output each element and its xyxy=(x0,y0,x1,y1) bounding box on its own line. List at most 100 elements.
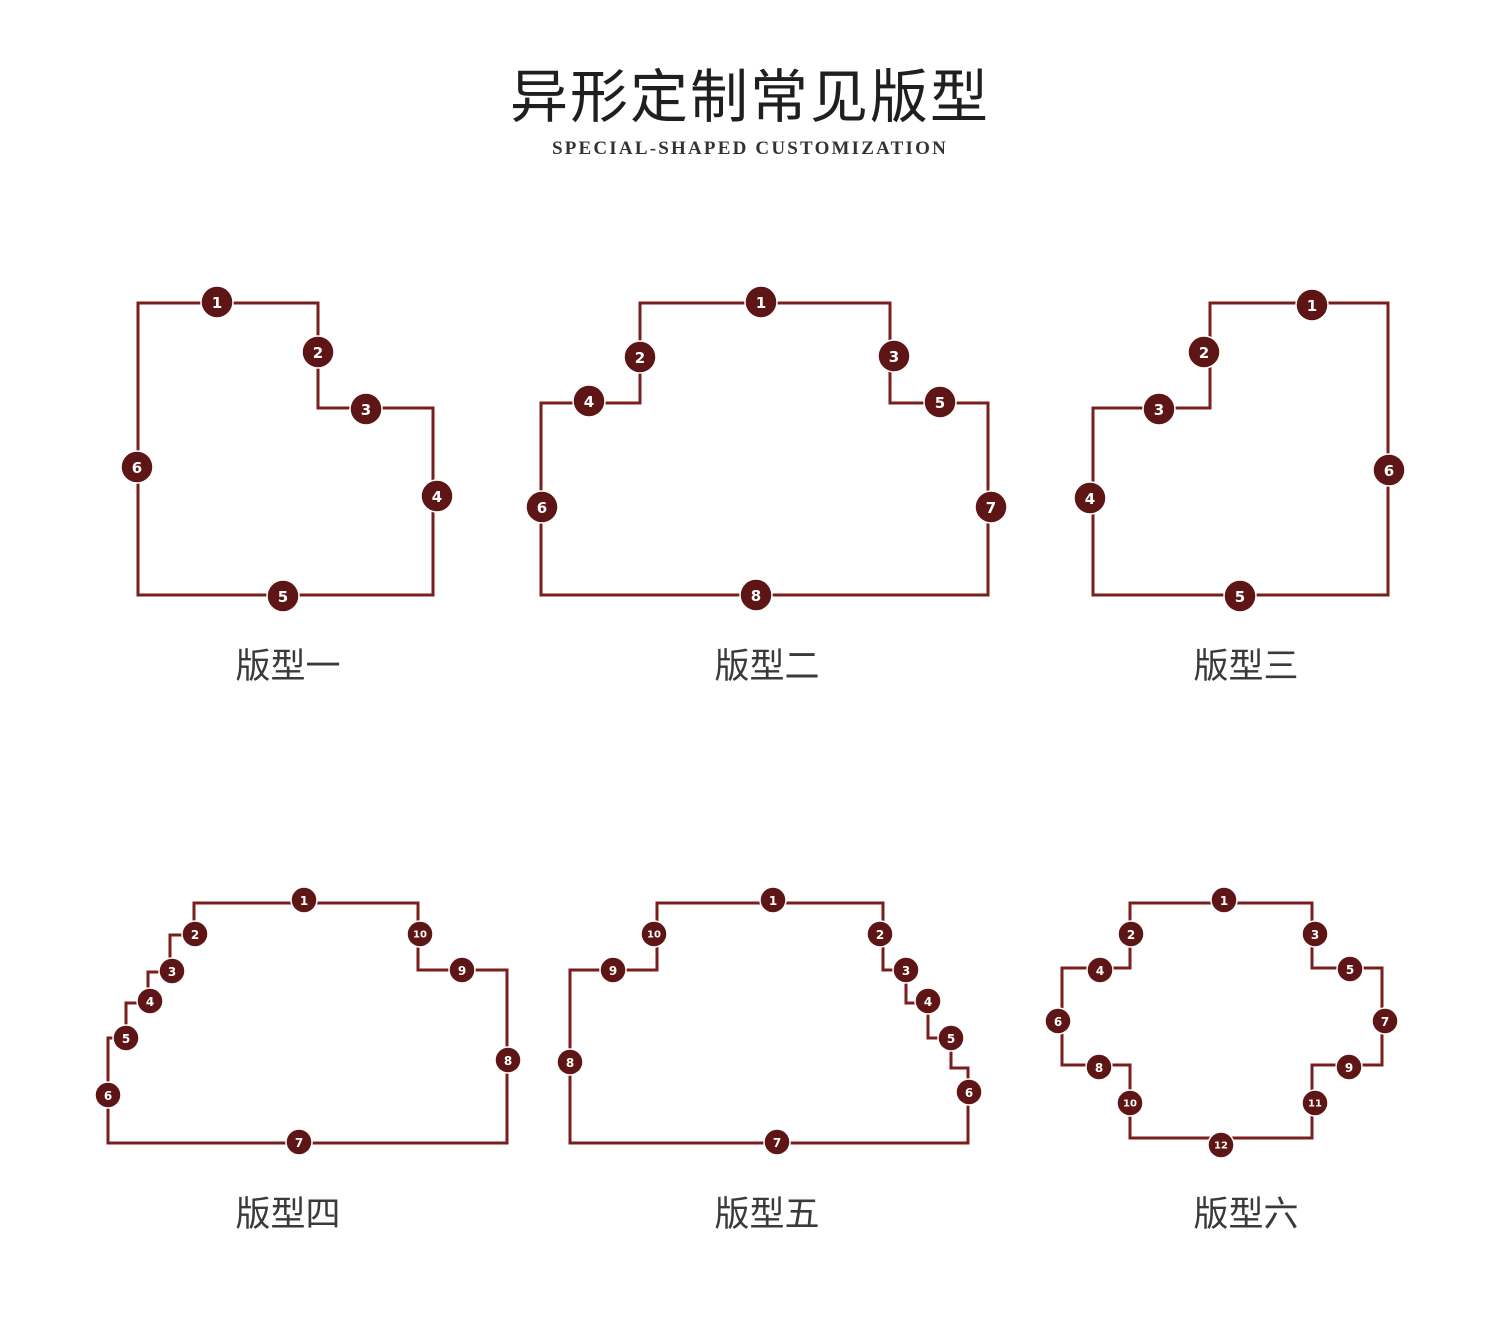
edge-marker: 7 xyxy=(763,1128,791,1156)
edge-marker: 10 xyxy=(406,920,434,948)
edge-marker-number: 5 xyxy=(935,394,945,412)
edge-marker-circle xyxy=(112,1024,140,1052)
edge-marker-number: 3 xyxy=(902,964,910,978)
edge-marker-number: 6 xyxy=(1054,1015,1062,1029)
edge-marker: 6 xyxy=(94,1081,122,1109)
edge-marker-circle xyxy=(420,479,454,513)
edge-marker: 8 xyxy=(739,578,773,612)
shape-outline xyxy=(106,901,509,1145)
edge-marker: 7 xyxy=(285,1128,313,1156)
edge-marker-circle xyxy=(1142,392,1176,426)
page-title: 异形定制常见版型 xyxy=(509,63,990,131)
edge-marker-circle xyxy=(1116,1089,1144,1117)
edge-marker-circle xyxy=(1044,1007,1072,1035)
edge-marker-circle xyxy=(301,335,335,369)
edge-marker-number: 3 xyxy=(889,348,899,366)
edge-marker-number: 7 xyxy=(295,1136,303,1150)
edge-marker-circle xyxy=(285,1128,313,1156)
edge-marker-circle xyxy=(744,285,778,319)
edge-marker-circle xyxy=(866,920,894,948)
edge-marker: 2 xyxy=(301,335,335,369)
edge-marker-number: 2 xyxy=(313,344,323,362)
edge-marker: 6 xyxy=(120,450,154,484)
edge-marker-circle xyxy=(136,987,164,1015)
edge-marker-circle xyxy=(349,392,383,426)
edge-marker-number: 5 xyxy=(947,1032,955,1046)
edge-marker-circle xyxy=(1207,1131,1235,1159)
edge-marker-number: 8 xyxy=(566,1056,574,1070)
edge-marker-circle xyxy=(266,579,300,613)
edge-marker: 2 xyxy=(1187,335,1221,369)
edge-marker-circle xyxy=(1085,1053,1113,1081)
edge-marker: 10 xyxy=(1116,1089,1144,1117)
shape-outline xyxy=(1060,901,1384,1140)
edge-marker-circle xyxy=(120,450,154,484)
edge-marker: 1 xyxy=(744,285,778,319)
edge-marker: 6 xyxy=(525,490,559,524)
edge-marker: 8 xyxy=(556,1048,584,1076)
edge-marker-circle xyxy=(759,886,787,914)
edge-marker: 3 xyxy=(877,339,911,373)
page-subtitle: SPECIAL-SHAPED CUSTOMIZATION xyxy=(551,138,949,159)
edge-marker-circle xyxy=(955,1078,983,1106)
edge-marker-number: 12 xyxy=(1214,1141,1228,1152)
edge-marker-circle xyxy=(914,987,942,1015)
edge-marker: 1 xyxy=(200,285,234,319)
edge-marker: 7 xyxy=(1371,1007,1399,1035)
edge-marker: 9 xyxy=(448,956,476,984)
edge-marker: 6 xyxy=(1044,1007,1072,1035)
shape-layout-1: 1 2 3 4 5 6 版型一 xyxy=(120,285,454,687)
edge-marker-number: 5 xyxy=(1235,588,1245,606)
edge-marker-circle xyxy=(1210,886,1238,914)
edge-marker: 11 xyxy=(1301,1089,1329,1117)
edge-marker-number: 9 xyxy=(458,964,466,978)
edge-marker-circle xyxy=(181,920,209,948)
edge-marker-number: 5 xyxy=(278,588,288,606)
edge-marker-circle xyxy=(923,385,957,419)
edge-marker: 4 xyxy=(136,987,164,1015)
edge-marker-number: 2 xyxy=(191,928,199,942)
edge-marker-circle xyxy=(974,490,1008,524)
edge-marker-number: 9 xyxy=(609,964,617,978)
edge-marker-number: 4 xyxy=(1096,964,1104,978)
edge-marker-circle xyxy=(572,384,606,418)
edge-marker-number: 1 xyxy=(212,294,222,312)
edge-marker-circle xyxy=(290,886,318,914)
edge-marker-circle xyxy=(892,956,920,984)
edge-marker: 5 xyxy=(1223,579,1257,613)
edge-marker-number: 5 xyxy=(1346,963,1354,977)
edge-marker: 5 xyxy=(923,385,957,419)
edge-marker: 4 xyxy=(420,479,454,513)
edge-marker-circle xyxy=(937,1024,965,1052)
edge-marker-circle xyxy=(1086,956,1114,984)
edge-marker-number: 2 xyxy=(635,349,645,367)
edge-marker: 2 xyxy=(181,920,209,948)
edge-marker: 4 xyxy=(914,987,942,1015)
edge-marker-circle xyxy=(200,285,234,319)
edge-marker-number: 3 xyxy=(361,401,371,419)
edge-marker: 4 xyxy=(1086,956,1114,984)
edge-marker: 7 xyxy=(974,490,1008,524)
edge-marker-circle xyxy=(94,1081,122,1109)
edge-marker-number: 3 xyxy=(1311,928,1319,942)
edge-marker-number: 4 xyxy=(432,488,442,506)
edge-marker-circle xyxy=(1301,1089,1329,1117)
edge-marker-circle xyxy=(406,920,434,948)
edge-marker-number: 8 xyxy=(1095,1061,1103,1075)
edge-marker-number: 8 xyxy=(504,1054,512,1068)
edge-marker-number: 4 xyxy=(924,995,932,1009)
edge-marker: 12 xyxy=(1207,1131,1235,1159)
edge-marker-number: 6 xyxy=(537,499,547,517)
edge-marker: 2 xyxy=(1117,920,1145,948)
edge-marker-circle xyxy=(763,1128,791,1156)
edge-marker-number: 6 xyxy=(965,1086,973,1100)
edge-marker-circle xyxy=(1336,955,1364,983)
shape-caption: 版型二 xyxy=(714,647,819,687)
shape-caption: 版型一 xyxy=(235,647,340,687)
edge-marker-circle xyxy=(739,578,773,612)
edge-marker-number: 3 xyxy=(168,965,176,979)
edge-marker: 9 xyxy=(599,956,627,984)
edge-marker-number: 7 xyxy=(986,499,996,517)
